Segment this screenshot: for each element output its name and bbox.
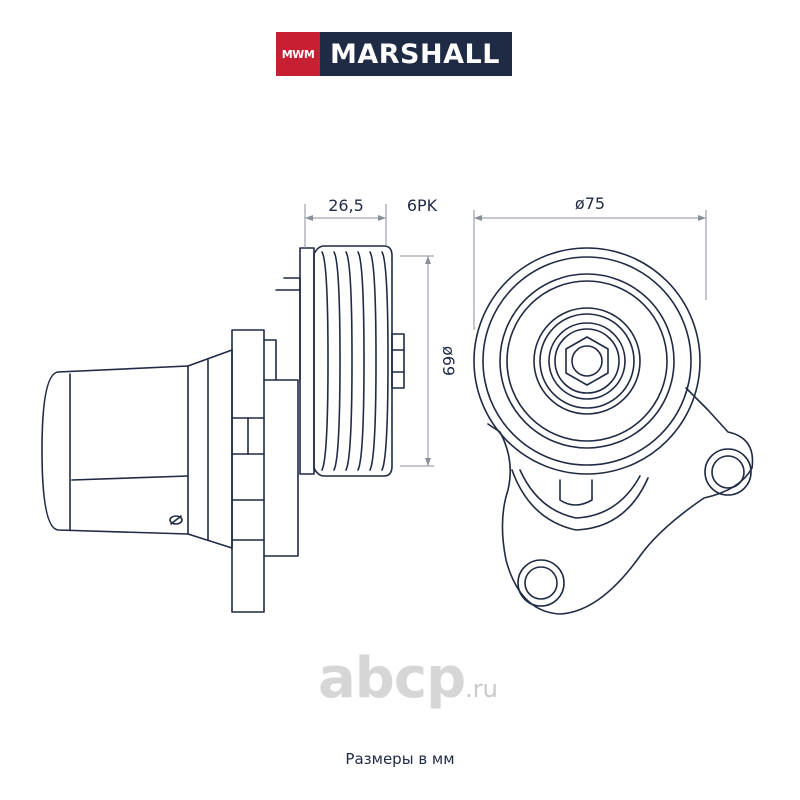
front-hex-bolt — [565, 336, 609, 386]
front-ear-hole-right — [711, 455, 745, 489]
watermark-name: abcp — [318, 646, 466, 711]
belt-type-label: 6PK — [407, 196, 438, 215]
brand-mark-text: MWM — [281, 47, 315, 61]
side-body — [41, 365, 189, 535]
dim-groove-label: ø69 — [439, 346, 458, 376]
watermark-tld: .ru — [465, 675, 498, 703]
side-mount-plate — [231, 329, 265, 613]
brand-logo: MWM MARSHALL — [276, 32, 512, 76]
brand-mark: MWM — [276, 32, 320, 76]
side-screw-hole — [169, 515, 183, 525]
front-view — [473, 247, 754, 615]
side-view — [41, 245, 405, 613]
dim-width-label: 26,5 — [328, 196, 364, 215]
side-pulley-hub — [299, 247, 315, 475]
side-pulley-ribs — [313, 245, 393, 477]
brand-name: MARSHALL — [320, 32, 512, 76]
front-pulley-outer — [473, 247, 701, 475]
side-arm — [263, 379, 299, 557]
front-ear-hole-left — [524, 566, 558, 600]
dim-diameter-label: ø75 — [575, 194, 605, 213]
side-bolt — [391, 333, 405, 389]
side-housing — [187, 349, 233, 549]
units-caption: Размеры в мм — [345, 750, 455, 768]
watermark-logo: abcp.ru — [318, 646, 498, 711]
